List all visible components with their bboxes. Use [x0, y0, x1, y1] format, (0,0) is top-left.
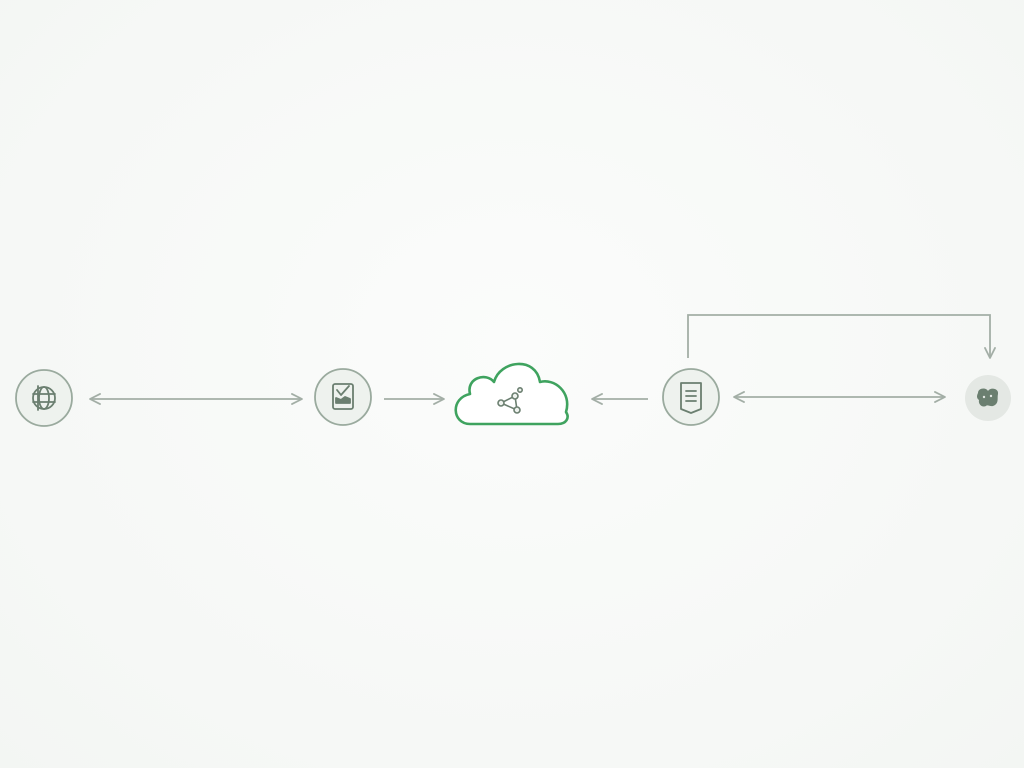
globe-icon	[32, 385, 56, 411]
glyph-icon	[977, 388, 999, 407]
edge-document-endpoint-elbow	[687, 314, 996, 359]
node-endpoint[interactable]	[965, 375, 1011, 421]
node-cloud[interactable]	[454, 362, 569, 426]
node-document[interactable]	[662, 368, 720, 426]
cloud-shape	[454, 362, 569, 426]
network-nodes-icon	[497, 386, 523, 414]
node-globe[interactable]	[15, 369, 73, 427]
clipboard-check-icon	[332, 383, 354, 410]
document-icon	[680, 382, 702, 414]
node-approval[interactable]	[314, 368, 372, 426]
connectors	[89, 314, 996, 405]
